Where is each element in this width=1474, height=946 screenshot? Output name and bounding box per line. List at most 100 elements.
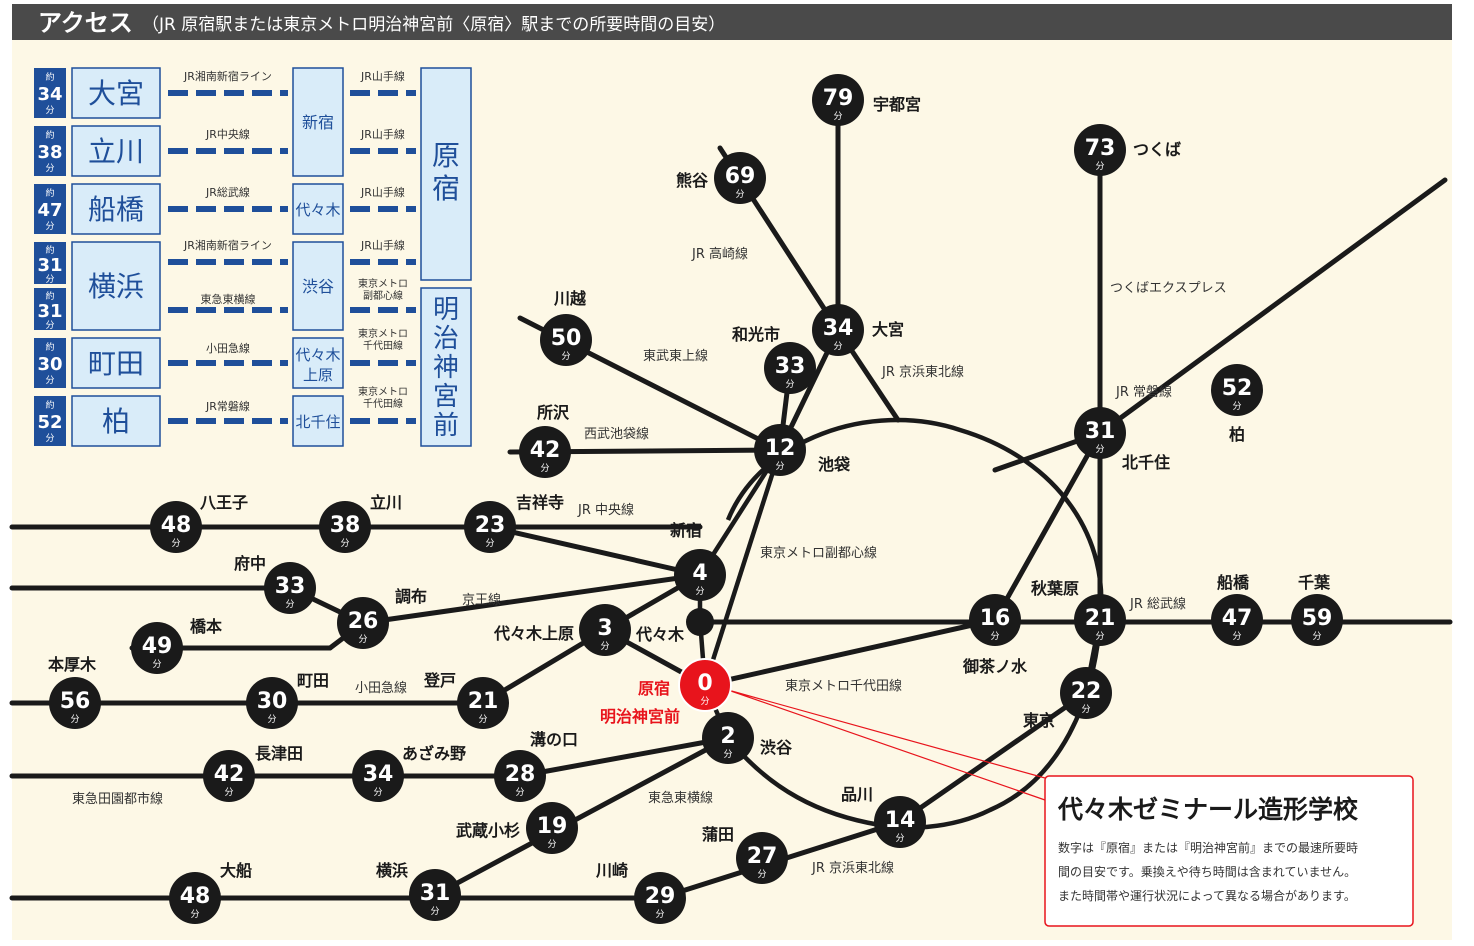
legend-line-label-a: 東京メトロ [358,277,408,290]
line-label: JR 京浜東北線 [881,364,964,380]
station-min-unit: 分 [833,111,842,122]
legend-minutes: 34 [37,84,62,105]
line-label: 小田急線 [355,680,407,696]
station-min-unit: 分 [735,189,744,200]
header-bar [12,4,1452,40]
legend-line-label: JR山手線 [360,238,405,252]
station-circle [969,594,1021,646]
station-circle [579,604,631,656]
station-name: 調布 [395,587,427,606]
station-circle [464,501,516,553]
station-minutes: 26 [348,609,379,634]
station-minutes: 34 [363,762,394,787]
station-min-unit: 分 [515,787,524,798]
station-name-sub: 明治神宮前 [600,707,680,726]
station-min-unit: 分 [695,586,704,597]
station-min-unit: 分 [1232,401,1241,412]
legend-line-label: JR湘南新宿ライン [183,69,272,83]
legend-rails-right [350,90,416,424]
station-minutes: 16 [980,606,1011,631]
station-name: 熊谷 [676,171,709,190]
legend-min-unit: 分 [45,274,54,285]
legend-min-unit: 分 [45,163,54,174]
legend-minutes: 31 [37,255,62,276]
line-joban [1097,177,1448,436]
legend-dest-char: 宮 [433,382,459,412]
legend-city-box [71,395,161,447]
line-chiyoda [702,617,998,688]
line-keihin-tokyo [897,690,1089,825]
station-min-unit: 分 [895,833,904,844]
legend-dest-char: 明 [433,295,459,325]
legend-badge-omiya: 約 34 分 [34,68,66,118]
header-subtitle: （JR 原宿駅または東京メトロ明治神宮前〈原宿〉駅までの所要時間の目安） [142,15,725,35]
station-min-unit: 分 [224,787,233,798]
legend-transfer-line2: 上原 [303,366,333,384]
station-minutes: 28 [505,762,536,787]
station-circle [526,802,578,854]
line-keio3 [360,572,703,626]
line-denentoshi2 [517,735,731,779]
legend-city: 船橋 [88,193,144,226]
station-circle [264,562,316,614]
station-name: 千葉 [1298,573,1331,592]
station-circle [1074,407,1126,459]
station-minutes: 42 [530,438,561,463]
line-chuo-kichijoji [487,524,703,578]
legend-minutes: 38 [37,142,62,163]
station-minutes: 22 [1071,679,1102,704]
legend-transfer-box [292,183,344,235]
legend-transfer-line1: 代々木 [295,346,340,364]
legend-min-unit: 分 [45,433,54,444]
station-name: 代々木 [635,625,685,644]
station-min-unit: 分 [1232,631,1241,642]
line-chiyoda-n [992,430,1103,623]
legend-minutes: 52 [37,412,62,433]
station-minutes: 12 [765,436,796,461]
station-minutes: 56 [60,689,91,714]
legend-badge-yokohama-1: 約 31 分 [34,242,66,285]
line-label: 東京メトロ副都心線 [760,545,877,561]
station-min-unit: 分 [833,341,842,352]
line-label: つくばエクスプレス [1110,281,1227,296]
legend-city: 横浜 [88,270,144,303]
legend-city-box [71,125,161,177]
legend-dest-harajuku [420,67,472,281]
legend-dest-char: 治 [433,324,459,354]
legend-transfer: 新宿 [302,113,334,132]
station-kinshicho: 21分 [1074,594,1126,646]
legend-city: 柏 [102,405,130,438]
legend-transfer-box [292,395,344,447]
school-note-3: また時間帯や運行状況によって異なる場合があります。 [1058,888,1356,903]
station-circle [49,677,101,729]
legend-dest-char: 宿 [432,172,460,205]
station-minutes: 48 [161,513,192,538]
station-circle [457,677,509,729]
station-name: 長津田 [255,744,303,763]
station-name: 北千住 [1122,453,1170,472]
line-label: 東京メトロ千代田線 [785,678,902,694]
yamanote-loop [725,417,1104,830]
station-min-unit: 分 [1095,444,1104,455]
station-min-unit: 分 [540,463,549,474]
station-name: 橋本 [190,617,222,636]
station-minutes: 59 [1302,606,1333,631]
legend-city-box [71,183,161,235]
line-labels: JR 高崎線 つくばエクスプレス 東武東上線 JR 京浜東北線 JR 常磐線 西… [72,246,1227,876]
station-min-unit: 分 [358,634,367,645]
legend-line-label-b: 千代田線 [363,397,403,410]
station-name: 大船 [220,861,252,880]
station-min-unit: 分 [267,714,276,725]
